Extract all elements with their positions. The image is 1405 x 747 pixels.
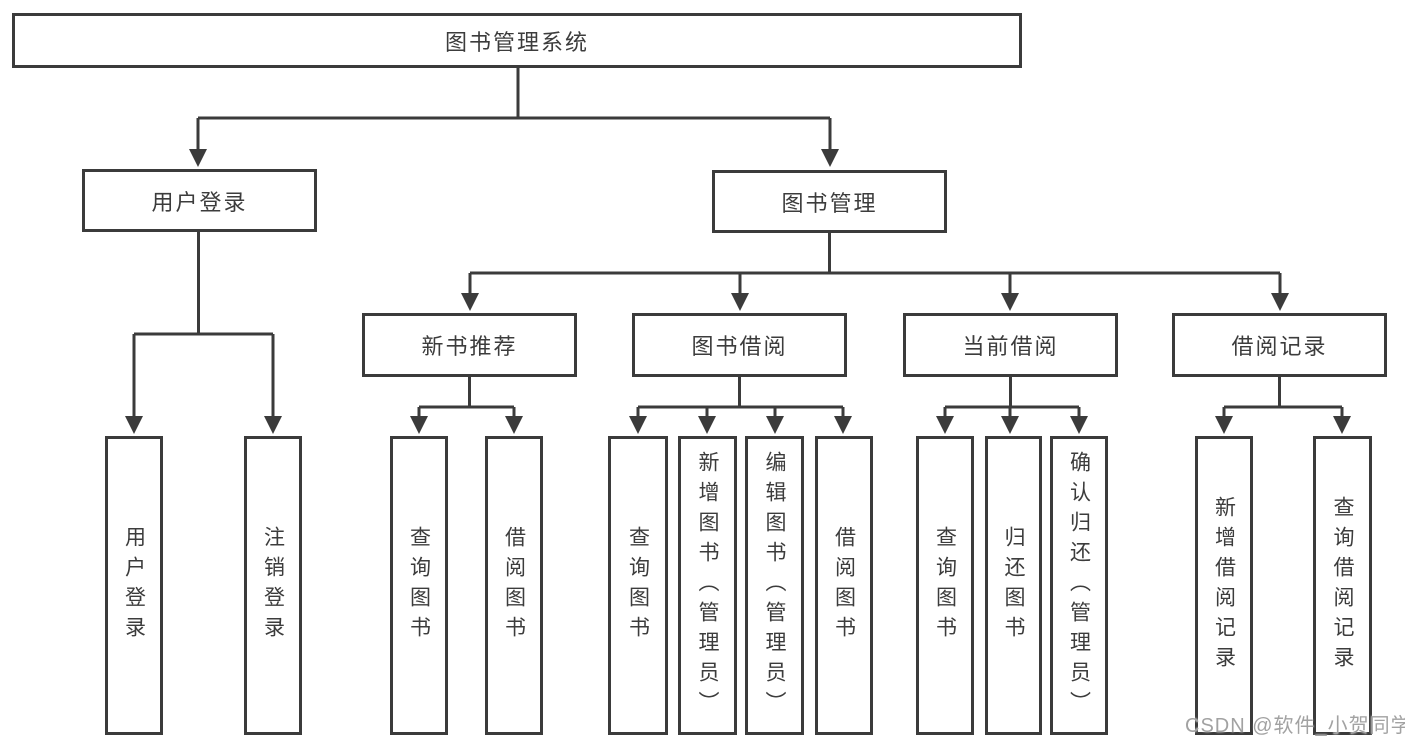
arrow-down-icon (189, 149, 207, 167)
node-label: 注销登录 (261, 525, 285, 646)
node-leaf-logout: 注销登录 (244, 436, 302, 735)
node-label: 新增图书（管理员） (696, 450, 719, 721)
arrow-down-icon (1001, 416, 1019, 434)
node-leaf-borrow-book-1: 借阅图书 (485, 436, 543, 735)
node-borrow-history: 借阅记录 (1172, 313, 1387, 377)
arrow-down-icon (834, 416, 852, 434)
node-label: 新增借阅记录 (1212, 495, 1236, 676)
node-label: 图书管理系统 (444, 29, 589, 55)
arrow-down-icon (698, 416, 716, 434)
arrow-down-icon (1001, 293, 1019, 311)
arrow-down-icon (1215, 416, 1233, 434)
node-book-mgmt: 图书管理 (712, 170, 947, 233)
arrow-down-icon (1070, 416, 1088, 434)
arrow-down-icon (1271, 293, 1289, 311)
arrow-down-icon (505, 416, 523, 434)
arrow-down-icon (461, 293, 479, 311)
arrow-down-icon (629, 416, 647, 434)
node-label: 查询图书 (933, 525, 957, 646)
node-label: 归还图书 (1002, 525, 1025, 646)
node-leaf-borrow-book-2: 借阅图书 (815, 436, 873, 735)
node-label: 新书推荐 (421, 334, 518, 359)
arrow-down-icon (264, 416, 282, 434)
node-label: 查询图书 (407, 525, 431, 646)
node-label: 用户登录 (122, 525, 146, 646)
node-leaf-query-book-1: 查询图书 (390, 436, 448, 735)
arrow-down-icon (821, 149, 839, 167)
arrow-down-icon (731, 293, 749, 311)
node-label: 借阅图书 (832, 525, 856, 646)
node-user-login: 用户登录 (82, 169, 317, 232)
node-label: 借阅图书 (502, 525, 526, 646)
node-label: 用户登录 (151, 189, 248, 215)
node-label: 借阅记录 (1231, 334, 1328, 359)
arrow-down-icon (125, 416, 143, 434)
arrow-down-icon (766, 416, 784, 434)
node-leaf-query-book-3: 查询图书 (916, 436, 974, 735)
node-label: 图书借阅 (691, 334, 788, 359)
arrow-down-icon (1333, 416, 1351, 434)
arrow-down-icon (410, 416, 428, 434)
node-leaf-user-login: 用户登录 (105, 436, 163, 735)
node-leaf-edit-book: 编辑图书（管理员） (745, 436, 804, 735)
node-book-borrow: 图书借阅 (632, 313, 847, 377)
node-label: 查询借阅记录 (1331, 495, 1354, 676)
node-label: 编辑图书（管理员） (763, 450, 786, 721)
node-leaf-query-book-2: 查询图书 (608, 436, 668, 735)
node-leaf-return-book: 归还图书 (985, 436, 1042, 735)
node-leaf-query-borrow-record: 查询借阅记录 (1313, 436, 1372, 735)
node-label: 查询图书 (626, 525, 650, 646)
node-leaf-confirm-return: 确认归还（管理员） (1050, 436, 1108, 735)
node-leaf-add-book: 新增图书（管理员） (678, 436, 737, 735)
arrow-down-icon (936, 416, 954, 434)
watermark: CSDN @软件_小贺同学 (1185, 715, 1405, 737)
node-label: 确认归还（管理员） (1067, 450, 1091, 721)
node-current-borrow: 当前借阅 (903, 313, 1118, 377)
node-label: 当前借阅 (962, 334, 1059, 359)
node-label: 图书管理 (781, 190, 878, 216)
node-leaf-add-borrow-record: 新增借阅记录 (1195, 436, 1253, 735)
node-new-book-rec: 新书推荐 (362, 313, 577, 377)
node-root: 图书管理系统 (12, 13, 1022, 68)
